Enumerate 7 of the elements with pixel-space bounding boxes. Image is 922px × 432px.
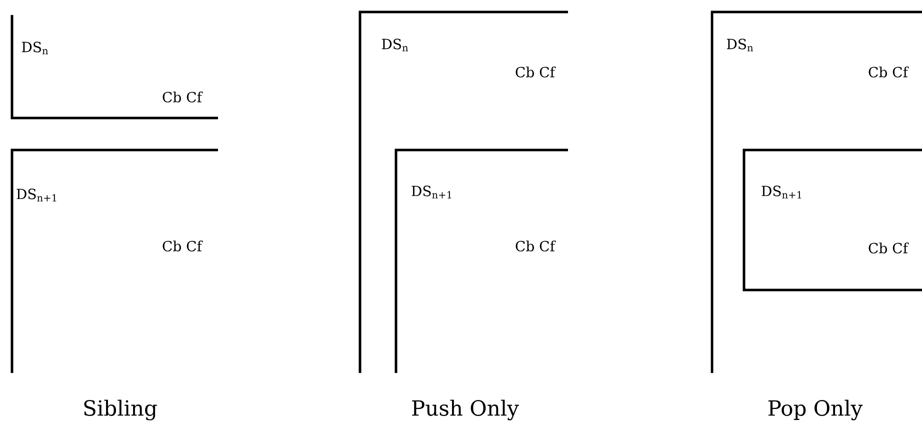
caption: Sibling bbox=[84, 400, 157, 420]
region-outline: DS$_{n+1}$ Cb Cf bbox=[742, 148, 922, 292]
region-outline: DS$_{n}$ Cb Cf bbox=[10, 15, 218, 120]
region-outline: DS$_{n+1}$ Cb Cf bbox=[394, 148, 568, 373]
region-outline: DS$_{n+1}$ Cb Cf bbox=[10, 148, 218, 373]
caption: Pop Only bbox=[768, 400, 863, 420]
caption: Push Only bbox=[412, 400, 519, 420]
